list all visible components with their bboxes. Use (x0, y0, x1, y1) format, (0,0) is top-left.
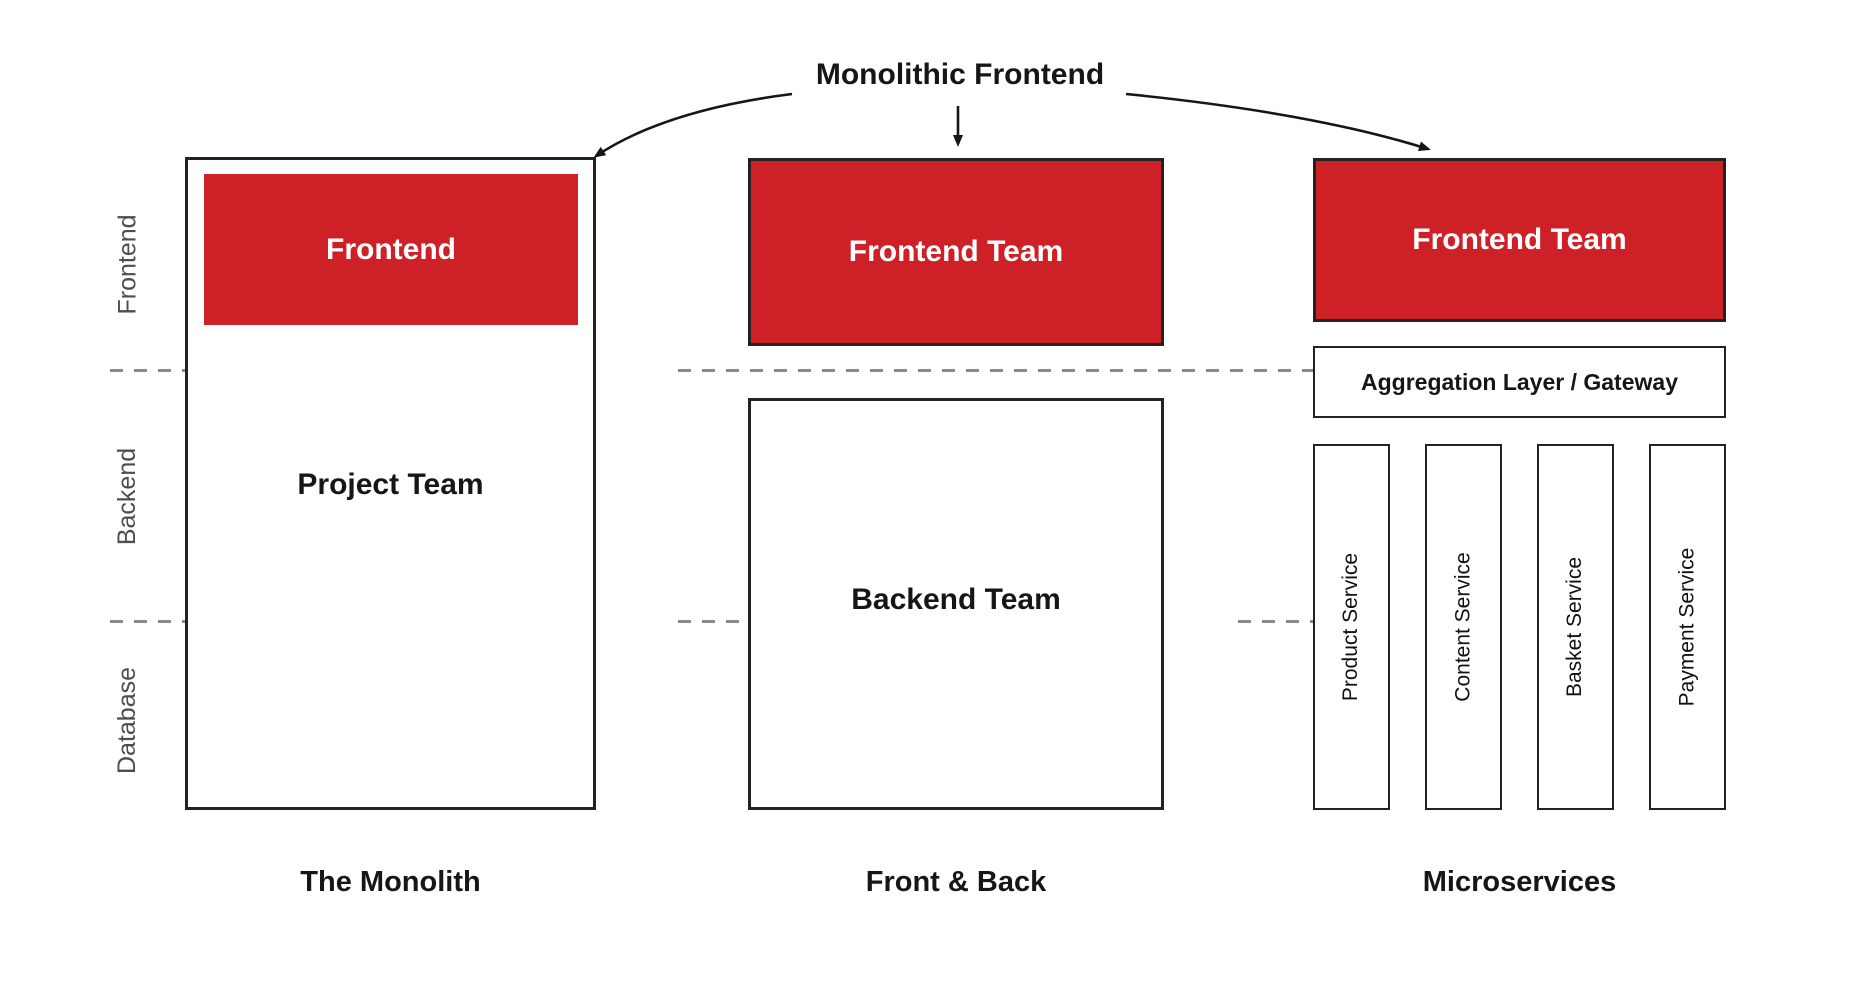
monolith-frontend-label: Frontend (326, 232, 456, 266)
monolith-caption: The Monolith (300, 866, 481, 898)
dashed-divider-backend-database-middle (678, 620, 752, 623)
monolith-project-team-label: Project Team (297, 468, 484, 501)
diagram-title: Monolithic Frontend (815, 58, 1105, 91)
microservices-frontend-team-label: Frontend Team (1412, 223, 1627, 256)
frontback-frontend-team-box: Frontend Team (748, 158, 1164, 346)
dashed-divider-backend-database-right (1238, 620, 1313, 623)
frontback-backend-team-box (748, 398, 1164, 810)
band-label-backend: Backend (113, 447, 142, 545)
microservices-caption: Microservices (1422, 866, 1617, 898)
payment-service-box: Payment Service (1649, 444, 1726, 810)
frontback-frontend-team-label: Frontend Team (848, 235, 1064, 268)
dashed-divider-backend-database-left (110, 620, 185, 623)
content-service-box: Content Service (1425, 444, 1502, 810)
frontback-caption: Front & Back (865, 866, 1047, 898)
dashed-divider-frontend-backend-middle (678, 369, 1313, 372)
basket-service-box: Basket Service (1537, 444, 1614, 810)
dashed-divider-frontend-backend-left (110, 369, 185, 372)
arrow-to-microservices-icon (1125, 92, 1431, 152)
band-label-database: Database (113, 666, 142, 774)
band-label-frontend: Frontend (113, 213, 142, 315)
product-service-box: Product Service (1313, 444, 1390, 810)
monolith-frontend-box: Frontend (204, 174, 578, 325)
arrow-to-monolith-icon (593, 92, 793, 158)
microservices-frontend-team-box: Frontend Team (1313, 158, 1726, 322)
aggregation-gateway-box: Aggregation Layer / Gateway (1313, 346, 1726, 418)
frontback-backend-team-label: Backend Team (851, 583, 1061, 616)
